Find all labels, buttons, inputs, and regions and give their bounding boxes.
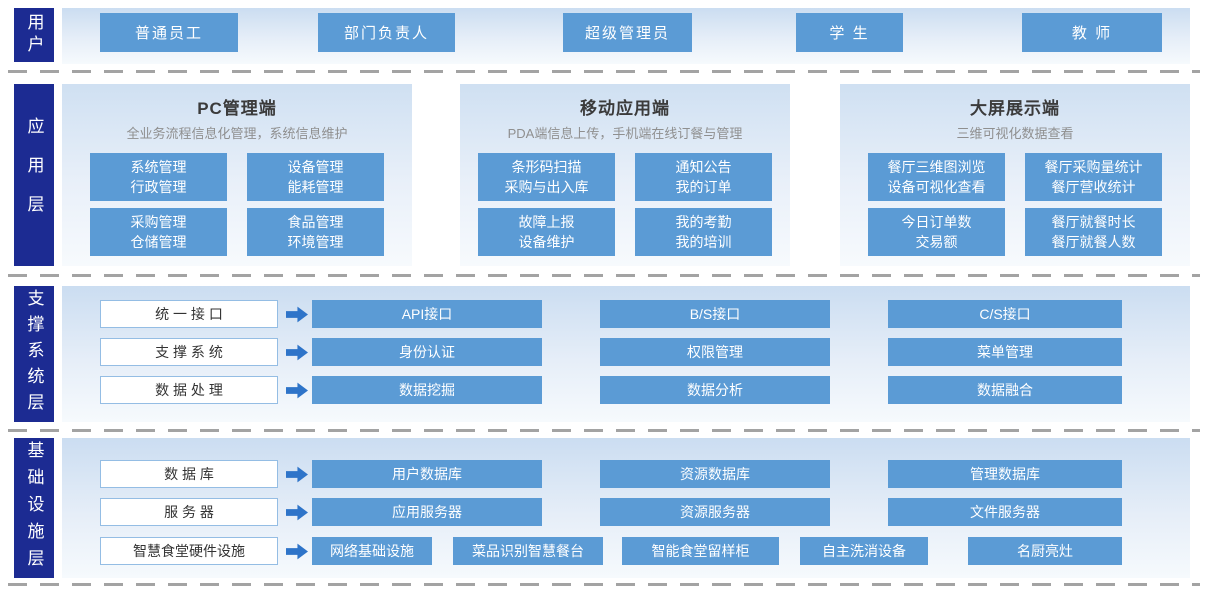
item-bar: 智能食堂留样柜 [622, 537, 779, 565]
layer-label-infrastructure: 基础设施层 [14, 438, 54, 578]
item-bar: B/S接口 [600, 300, 830, 328]
user-role-button: 超级管理员 [563, 13, 692, 52]
user-role-button: 普通员工 [100, 13, 238, 52]
item-bar: 网络基础设施 [312, 537, 432, 565]
category-box: 数 据 库 [100, 460, 278, 488]
separator-line [8, 583, 1200, 586]
panel-cards: 条形码扫描 采购与出入库 通知公告 我的订单 故障上报 设备维护 我的考勤 我的… [460, 153, 790, 256]
card-line: 我的考勤 [675, 213, 732, 230]
feature-card: 设备管理 能耗管理 [247, 153, 384, 201]
panel-cards: 系统管理 行政管理 设备管理 能耗管理 采购管理 仓储管理 食品管理 环境管理 [62, 153, 412, 256]
item-bar: 菜单管理 [888, 338, 1122, 366]
item-bar: 管理数据库 [888, 460, 1122, 488]
card-line: 食品管理 [287, 213, 344, 230]
separator-line [8, 429, 1200, 432]
card-line: 餐厅采购量统计 [1044, 158, 1143, 175]
item-bar: 菜品识别智慧餐台 [453, 537, 603, 565]
feature-card: 条形码扫描 采购与出入库 [478, 153, 615, 201]
category-box: 数 据 处 理 [100, 376, 278, 404]
card-line: 交易额 [915, 234, 958, 250]
panel-title: 大屏展示端 [970, 99, 1060, 118]
feature-card: 餐厅三维图浏览 设备可视化查看 [868, 153, 1005, 201]
card-line: 条形码扫描 [511, 158, 582, 175]
item-bar: 自主洗消设备 [800, 537, 928, 565]
item-bar: 数据挖掘 [312, 376, 542, 404]
panel-subtitle: PDA端信息上传，手机端在线订餐与管理 [507, 126, 743, 141]
card-line: 设备维护 [518, 234, 575, 250]
item-bar: 资源数据库 [600, 460, 830, 488]
panel-title: PC管理端 [197, 99, 277, 118]
layer-label-application: 应用层 [14, 84, 54, 266]
card-line: 餐厅营收统计 [1051, 179, 1136, 195]
card-line: 设备可视化查看 [887, 179, 986, 195]
card-line: 采购与出入库 [504, 179, 589, 195]
card-line: 通知公告 [675, 158, 732, 175]
card-line: 我的订单 [675, 179, 732, 195]
item-bar: 用户数据库 [312, 460, 542, 488]
card-line: 餐厅就餐人数 [1051, 234, 1136, 250]
separator-line [8, 70, 1200, 73]
card-line: 系统管理 [130, 158, 187, 175]
user-role-button: 部门负责人 [318, 13, 455, 52]
item-bar: 权限管理 [600, 338, 830, 366]
feature-card: 餐厅就餐时长 餐厅就餐人数 [1025, 208, 1162, 256]
item-bar: 数据融合 [888, 376, 1122, 404]
card-line: 采购管理 [130, 213, 187, 230]
feature-card: 食品管理 环境管理 [247, 208, 384, 256]
layer-label-support: 支撑系统层 [14, 286, 54, 422]
item-bar: 名厨亮灶 [968, 537, 1122, 565]
layer-label-users: 用户 [14, 8, 54, 62]
card-line: 餐厅就餐时长 [1051, 213, 1136, 230]
user-role-button: 教 师 [1022, 13, 1162, 52]
card-line: 故障上报 [518, 213, 575, 230]
item-bar: API接口 [312, 300, 542, 328]
panel-title: 移动应用端 [580, 99, 670, 118]
card-line: 行政管理 [130, 179, 187, 195]
card-line: 环境管理 [287, 234, 344, 250]
card-line: 餐厅三维图浏览 [887, 158, 986, 175]
panel-subtitle: 三维可视化数据查看 [956, 126, 1074, 141]
feature-card: 通知公告 我的订单 [635, 153, 772, 201]
item-bar: 文件服务器 [888, 498, 1122, 526]
category-box: 服 务 器 [100, 498, 278, 526]
user-role-button: 学 生 [796, 13, 903, 52]
card-line: 设备管理 [287, 158, 344, 175]
app-panel-mobile: 移动应用端 PDA端信息上传，手机端在线订餐与管理 条形码扫描 采购与出入库 通… [460, 84, 790, 266]
app-panel-bigscreen: 大屏展示端 三维可视化数据查看 餐厅三维图浏览 设备可视化查看 餐厅采购量统计 … [840, 84, 1190, 266]
item-bar: 资源服务器 [600, 498, 830, 526]
feature-card: 我的考勤 我的培训 [635, 208, 772, 256]
panel-cards: 餐厅三维图浏览 设备可视化查看 餐厅采购量统计 餐厅营收统计 今日订单数 交易额… [840, 153, 1190, 256]
card-line: 能耗管理 [287, 179, 344, 195]
feature-card: 餐厅采购量统计 餐厅营收统计 [1025, 153, 1162, 201]
card-line: 我的培训 [675, 234, 732, 250]
feature-card: 今日订单数 交易额 [868, 208, 1005, 256]
card-line: 今日订单数 [901, 213, 972, 230]
feature-card: 采购管理 仓储管理 [90, 208, 227, 256]
app-panel-pc: PC管理端 全业务流程信息化管理，系统信息维护 系统管理 行政管理 设备管理 能… [62, 84, 412, 266]
item-bar: C/S接口 [888, 300, 1122, 328]
feature-card: 故障上报 设备维护 [478, 208, 615, 256]
feature-card: 系统管理 行政管理 [90, 153, 227, 201]
item-bar: 应用服务器 [312, 498, 542, 526]
separator-line [8, 274, 1200, 277]
card-line: 仓储管理 [130, 234, 187, 250]
category-box: 支 撑 系 统 [100, 338, 278, 366]
panel-subtitle: 全业务流程信息化管理，系统信息维护 [126, 126, 348, 141]
category-box: 统 一 接 口 [100, 300, 278, 328]
item-bar: 数据分析 [600, 376, 830, 404]
category-box: 智慧食堂硬件设施 [100, 537, 278, 565]
item-bar: 身份认证 [312, 338, 542, 366]
